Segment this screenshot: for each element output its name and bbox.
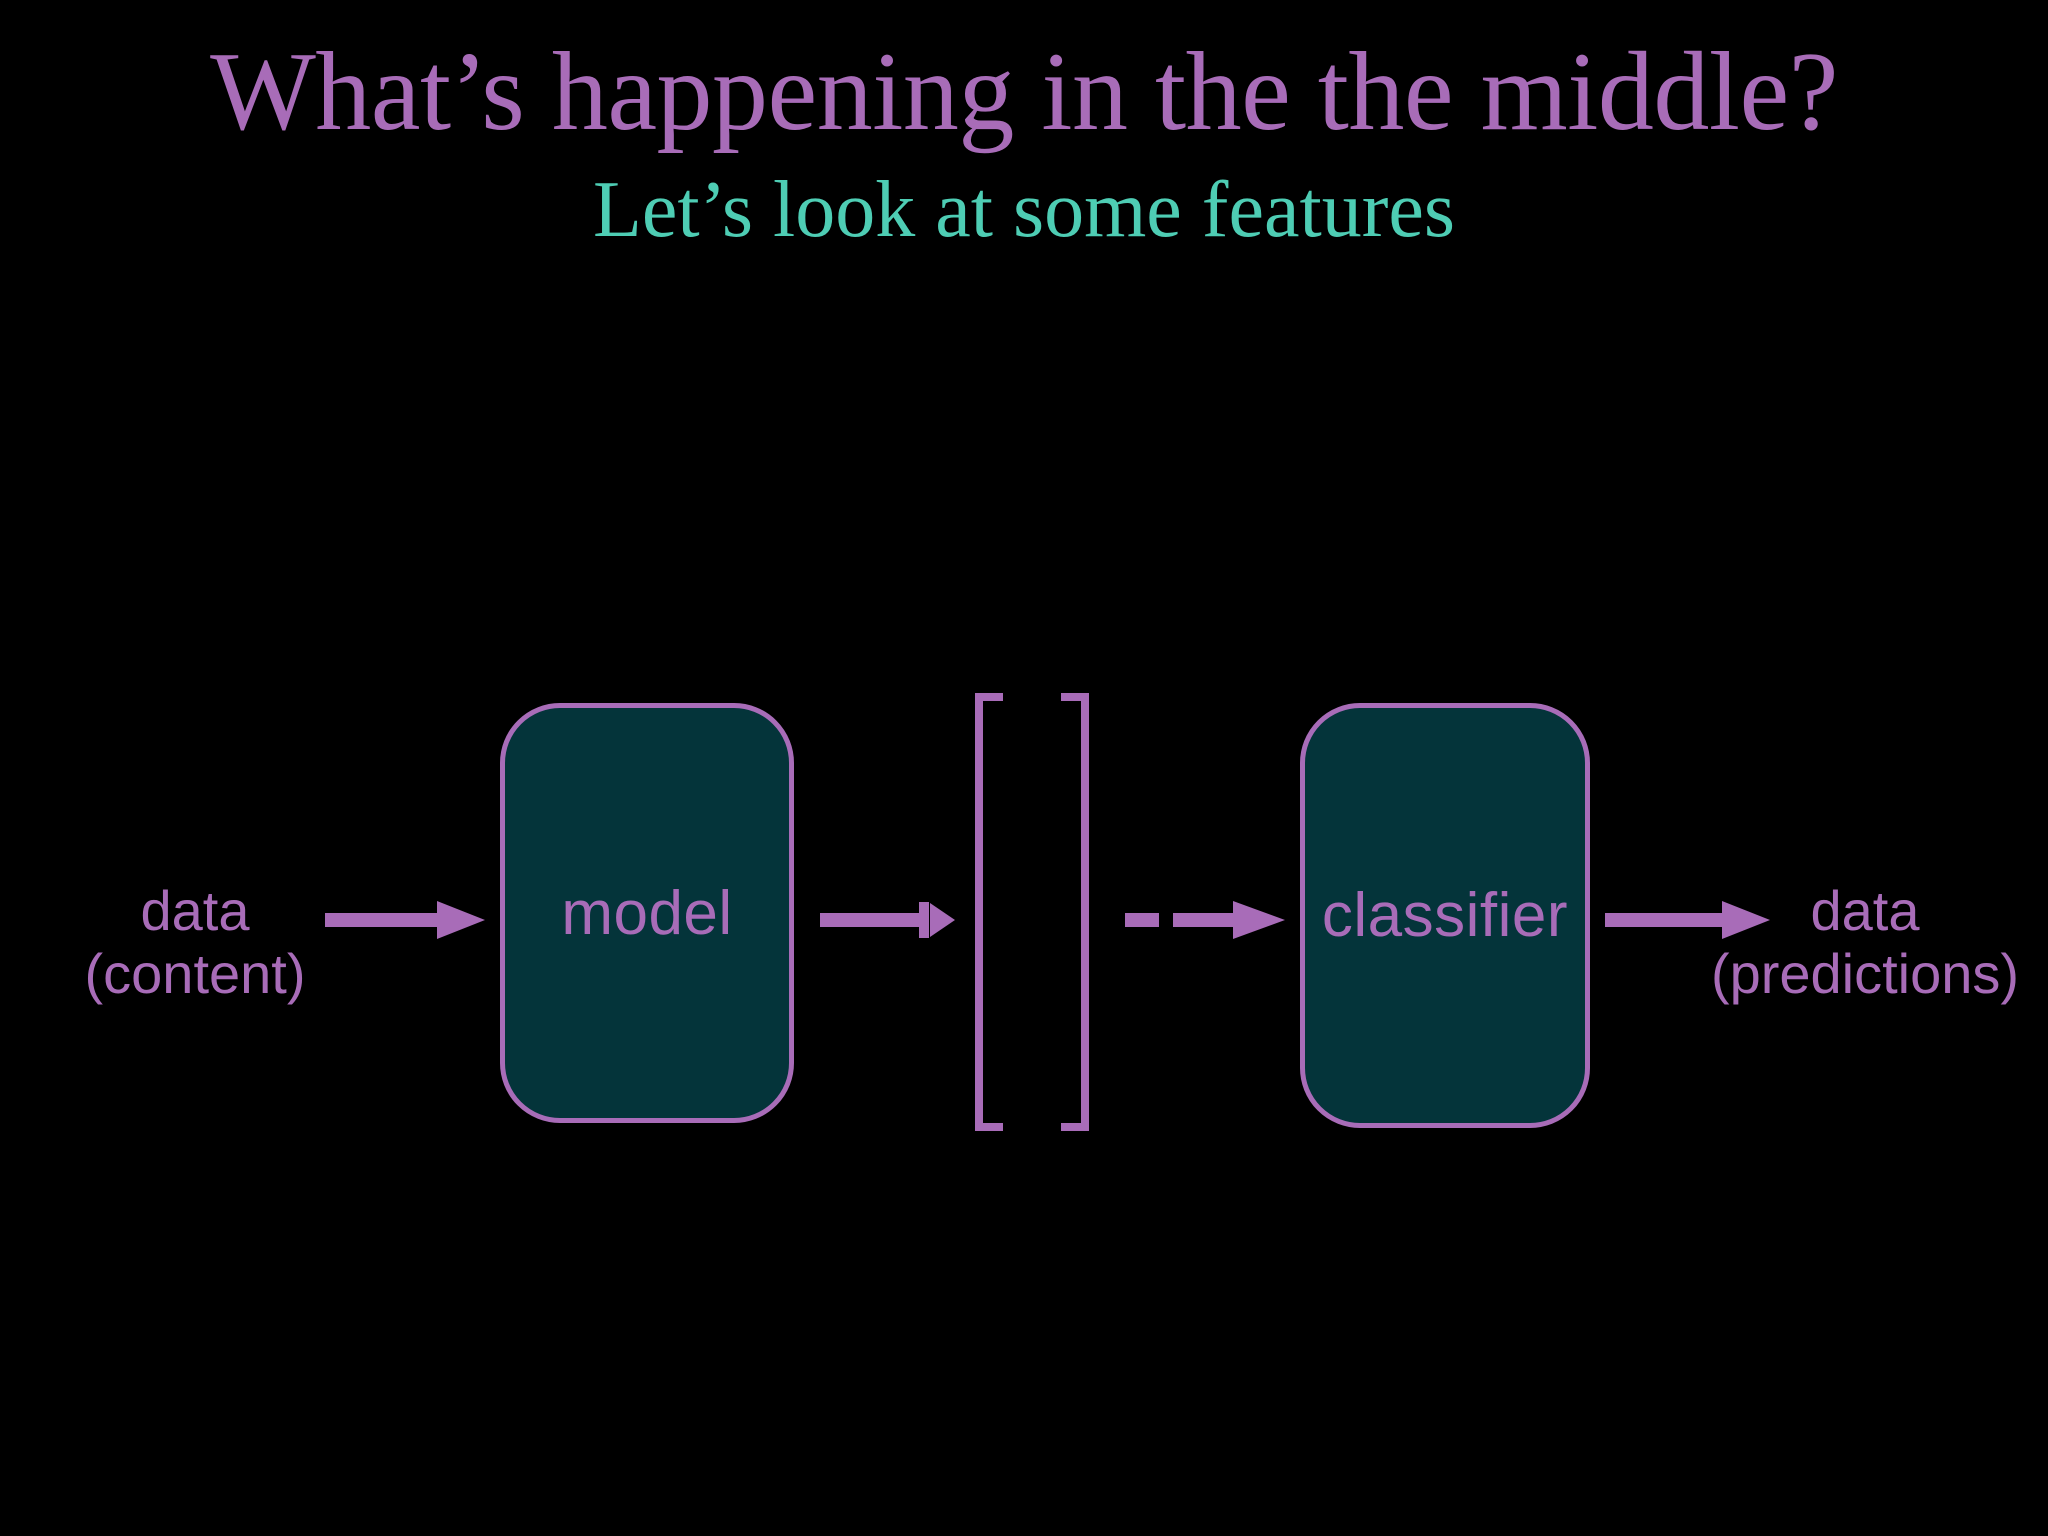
arrow-input-to-model [325,900,485,940]
input-data-label-line2: (content) [84,941,306,1005]
node-model-label: model [561,878,733,948]
node-classifier-label: classifier [1321,881,1569,950]
output-data-label-line2: (predictions) [1710,941,2020,1005]
node-classifier[interactable]: classifier [1300,703,1590,1128]
arrow-classifier-to-output [1605,900,1770,940]
input-data-label-line1: data [140,879,250,942]
arrow-model-to-features [820,900,955,940]
node-model[interactable]: model [500,703,794,1123]
input-data-label: data (content) [40,879,350,1005]
output-data-label-line1: data [1810,879,1920,942]
feature-vector-bracket [975,693,1090,1131]
output-data-label: data (predictions) [1690,879,2040,1005]
arrow-features-to-classifier [1125,900,1285,940]
